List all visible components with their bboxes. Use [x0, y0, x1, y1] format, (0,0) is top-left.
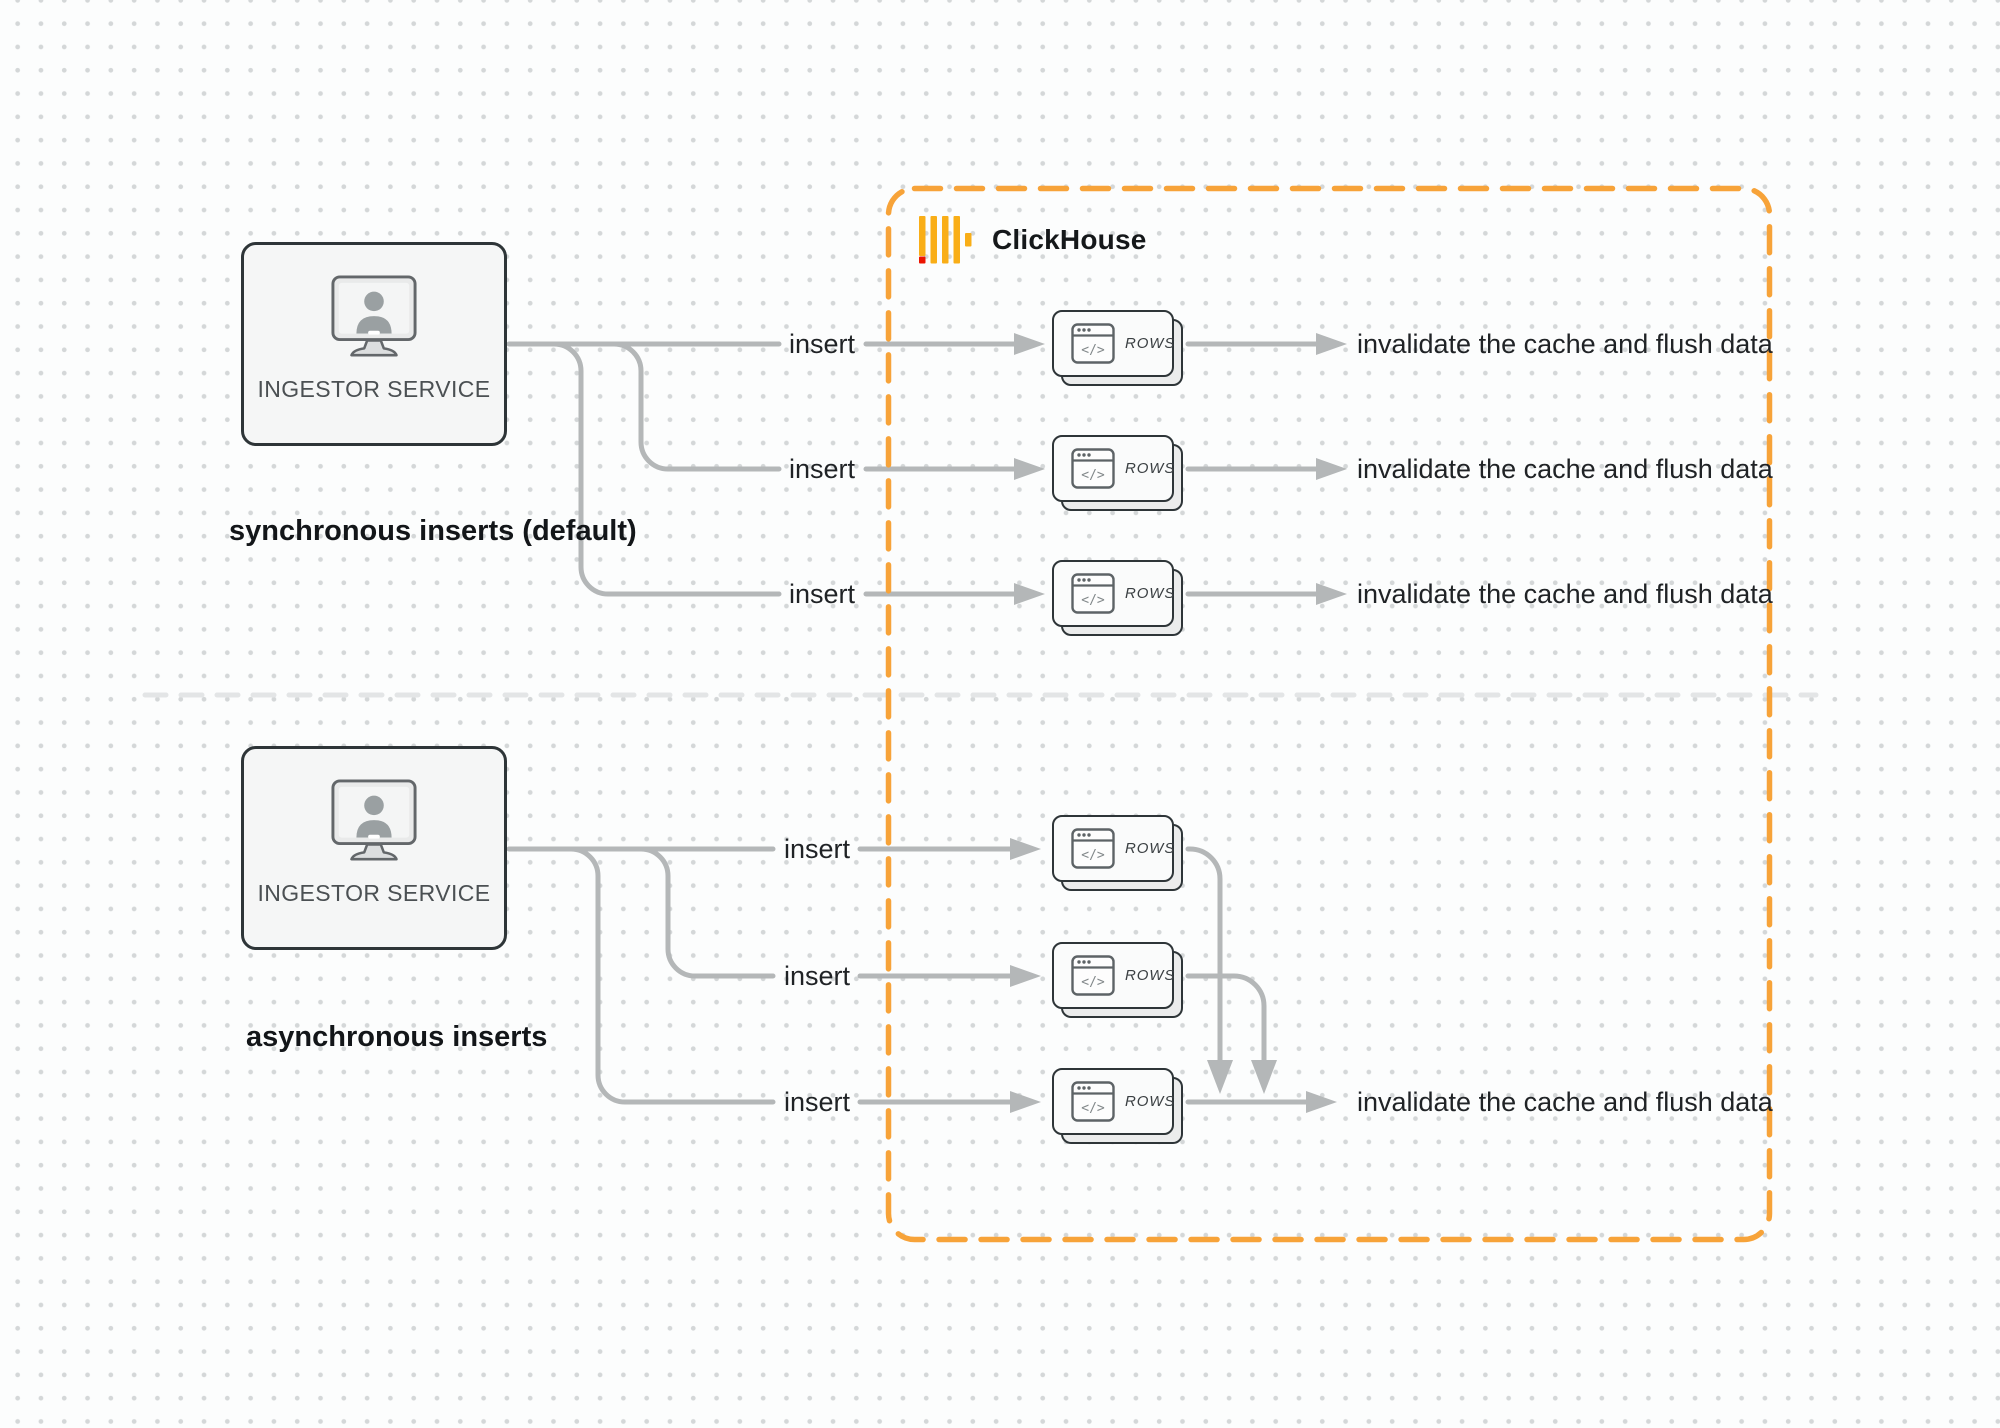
sync-result3-arrowhead [1316, 583, 1347, 605]
sync-flow3-branch [551, 341, 782, 597]
async-ingestor-label: INGESTOR SERVICE [257, 880, 491, 906]
code-glyph: </> [1081, 848, 1105, 863]
rows-card-front: </> ROWS [1052, 560, 1174, 627]
rows-card-front: </> ROWS [1052, 435, 1174, 502]
rows-card-front: </> ROWS [1052, 942, 1174, 1009]
sync-result-label-1: invalidate the cache and flush data [1357, 329, 1773, 359]
sync-result-label-2: invalidate the cache and flush data [1357, 454, 1773, 484]
rows-card-front: </> ROWS [1052, 815, 1174, 882]
arrowheads [1010, 333, 1347, 1113]
async-result-arrowhead [1306, 1091, 1337, 1113]
sync-insert-label-1: insert [789, 329, 856, 359]
browser-window-icon: </> [1071, 828, 1115, 869]
sync-insert-label-2: insert [789, 454, 856, 484]
sync-rows-card-1: </> ROWS [1052, 310, 1183, 386]
sync-flow3-arrowhead [1014, 583, 1045, 605]
sync-caption: synchronous inserts (default) [229, 515, 637, 547]
async-insert-label-1: insert [784, 834, 851, 864]
async-flow2-arrowhead [1010, 965, 1041, 987]
async-ingestor-box: INGESTOR SERVICE [241, 746, 507, 950]
clickhouse-boundary-box [885, 185, 1773, 1243]
code-glyph: </> [1081, 593, 1105, 608]
rows-label: ROWS [1125, 1093, 1176, 1110]
browser-window-icon: </> [1071, 573, 1115, 614]
async-converge2-line [1185, 973, 1267, 1065]
async-flow2-branch [638, 846, 776, 979]
rows-label: ROWS [1125, 967, 1176, 984]
async-insert-label-2: insert [784, 961, 851, 991]
browser-window-icon: </> [1071, 955, 1115, 996]
sync-result-label-3: invalidate the cache and flush data [1357, 579, 1773, 609]
sync-rows-card-2: </> ROWS [1052, 435, 1183, 511]
rows-label: ROWS [1125, 460, 1176, 477]
clickhouse-logo-icon [919, 216, 972, 264]
browser-window-icon: </> [1071, 1081, 1115, 1122]
async-flow3-arrowhead [1010, 1091, 1041, 1113]
clickhouse-label: ClickHouse [992, 224, 1147, 255]
async-insert-label-3: insert [784, 1087, 851, 1117]
sync-ingestor-label: INGESTOR SERVICE [257, 376, 491, 402]
async-converge1-line [1185, 846, 1223, 1065]
code-glyph: </> [1081, 468, 1105, 483]
async-converge2-arrowhead [1251, 1060, 1277, 1094]
code-glyph: </> [1081, 343, 1105, 358]
rows-label: ROWS [1125, 840, 1176, 857]
code-glyph: </> [1081, 975, 1105, 990]
async-flow1-arrowhead [1010, 838, 1041, 860]
rows-label: ROWS [1125, 335, 1176, 352]
sync-flow1-arrowhead [1014, 333, 1045, 355]
code-glyph: </> [1081, 1101, 1105, 1116]
rows-card-front: </> ROWS [1052, 1068, 1174, 1135]
gray-connectors [506, 341, 1319, 1105]
clickhouse-header: ClickHouse [919, 216, 1147, 264]
async-flow3-branch [568, 846, 776, 1105]
sync-result1-arrowhead [1316, 333, 1347, 355]
async-rows-card-3: </> ROWS [1052, 1068, 1183, 1144]
monitor-user-icon [331, 779, 417, 861]
monitor-user-icon [331, 275, 417, 357]
async-rows-card-2: </> ROWS [1052, 942, 1183, 1018]
rows-card-front: </> ROWS [1052, 310, 1174, 377]
rows-label: ROWS [1125, 585, 1176, 602]
sync-ingestor-box: INGESTOR SERVICE [241, 242, 507, 446]
sync-flow2-arrowhead [1014, 458, 1045, 480]
async-converge1-arrowhead [1207, 1060, 1233, 1094]
sync-flow2-branch [611, 341, 782, 472]
sync-insert-label-3: insert [789, 579, 856, 609]
sync-rows-card-3: </> ROWS [1052, 560, 1183, 636]
sync-result2-arrowhead [1316, 458, 1347, 480]
async-rows-card-1: </> ROWS [1052, 815, 1183, 891]
async-caption: asynchronous inserts [246, 1021, 548, 1053]
browser-window-icon: </> [1071, 448, 1115, 489]
browser-window-icon: </> [1071, 323, 1115, 364]
async-result-label: invalidate the cache and flush data [1357, 1087, 1773, 1117]
